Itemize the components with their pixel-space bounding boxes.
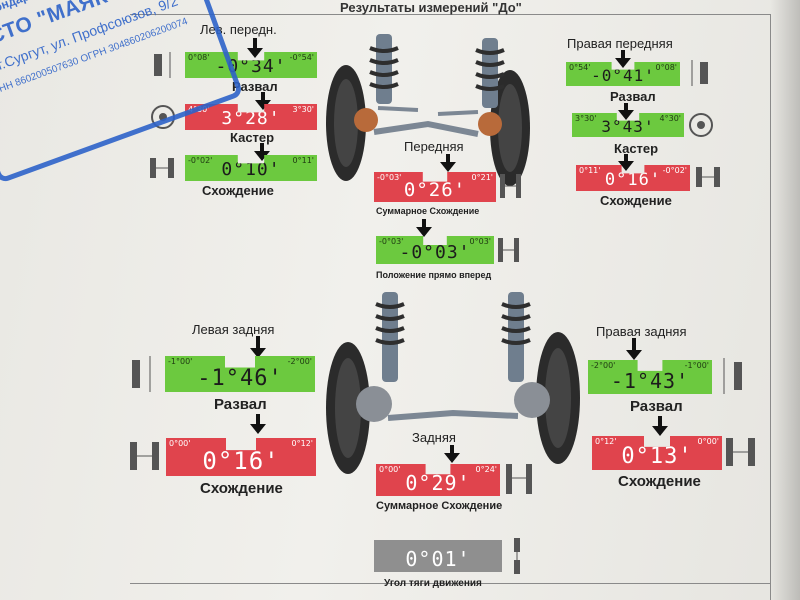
rr-camber-label: Развал: [630, 398, 683, 415]
rl-toe-tol-right: 0°12': [291, 439, 313, 448]
straight-ahead-meter: -0°03' 0°03' -0°03': [376, 236, 494, 264]
front-total-toe-value: 0°26': [403, 179, 467, 201]
fr-toe-label: Схождение: [600, 193, 672, 208]
rr-toe-meter: 0°12' 0°00' 0°13': [592, 436, 722, 470]
top-border-line: [130, 14, 770, 15]
fl-camber-tol-right: -0°54': [289, 53, 314, 62]
rl-toe-label: Схождение: [200, 480, 283, 497]
wheel-toe-icon: [696, 167, 720, 187]
wheel-camber-icon: [691, 60, 708, 86]
fl-toe-tol-left: -0°02': [188, 156, 213, 165]
fl-caster-tol-left: 4°30': [188, 105, 210, 114]
fr-toe-value: 0°16': [604, 170, 662, 190]
fl-toe-meter: -0°02' 0°11' 0°10': [185, 155, 317, 181]
rl-camber-tol-right: -2°00': [287, 357, 312, 366]
rr-camber-tol-left: -2°00': [591, 361, 616, 370]
axle-toe-icon: [506, 464, 532, 494]
rear-total-toe-tol-right: 0°24': [475, 465, 497, 474]
fl-toe-label: Схождение: [202, 183, 274, 198]
fl-camber-value: -0°34': [215, 56, 287, 77]
front-left-heading: Лев. передн.: [200, 22, 277, 37]
fr-caster-value: 3°43': [601, 117, 655, 136]
front-total-toe-tol-left: -0°03': [377, 173, 402, 182]
thrust-angle-meter: 0°01': [374, 540, 502, 572]
rl-toe-meter: 0°00' 0°12' 0°16': [166, 438, 316, 476]
thrust-angle-label: Угол тяги движения: [384, 578, 482, 589]
bottom-border-line: [130, 583, 770, 584]
front-right-heading: Правая передняя: [567, 36, 673, 51]
right-border-line: [770, 14, 771, 600]
wheel-caster-icon: [151, 105, 175, 129]
fl-caster-value: 3°28': [221, 108, 281, 129]
rl-toe-tol-left: 0°00': [169, 439, 191, 448]
rl-camber-tol-left: -1°00': [168, 357, 193, 366]
rr-toe-value: 0°13': [621, 444, 693, 469]
rear-total-toe-tol-left: 0°00': [379, 465, 401, 474]
axle-toe-icon: [500, 174, 521, 198]
fr-camber-tol-right: 0°08': [655, 63, 677, 72]
wheel-toe-icon: [130, 442, 159, 470]
rear-axle-heading: Задняя: [412, 430, 456, 445]
wheel-caster-icon: [689, 113, 713, 137]
straight-ahead-tol-left: -0°03': [379, 237, 404, 246]
fl-toe-tol-right: 0°11': [292, 156, 314, 165]
front-total-toe-tol-right: 0°21': [471, 173, 493, 182]
rl-camber-label: Развал: [214, 396, 267, 413]
rear-total-toe-value: 0°29': [405, 471, 471, 495]
rr-toe-label: Схождение: [618, 473, 701, 490]
wheel-camber-icon: [154, 52, 171, 78]
fr-toe-tol-right: -0°02': [662, 166, 687, 175]
rl-toe-value: 0°16': [202, 447, 280, 475]
front-total-toe-label: Суммарное Схождение: [376, 206, 480, 216]
front-axle-heading: Передняя: [404, 139, 464, 154]
rl-camber-value: -1°46': [197, 366, 283, 391]
wheel-camber-icon: [723, 358, 742, 394]
rr-camber-meter: -2°00' -1°00' -1°43': [588, 360, 712, 394]
fr-camber-value: -0°41': [591, 66, 655, 85]
rr-toe-tol-left: 0°12': [595, 437, 617, 446]
steering-icon: [498, 238, 519, 262]
front-suspension-illustration: [326, 34, 530, 186]
report-title: Результаты измерений "До": [340, 0, 522, 15]
fl-camber-label: Развал: [232, 79, 278, 94]
rr-camber-tol-right: -1°00': [684, 361, 709, 370]
wheel-toe-icon: [150, 158, 174, 178]
fl-camber-tol-left: 0°08': [188, 53, 210, 62]
rr-toe-tol-right: 0°00': [697, 437, 719, 446]
rear-left-heading: Левая задняя: [192, 322, 275, 337]
fr-caster-label: Кастер: [614, 141, 659, 156]
rear-right-heading: Правая задняя: [596, 324, 687, 339]
rear-suspension-illustration: [326, 292, 580, 474]
rl-camber-meter: -1°00' -2°00' -1°46': [165, 356, 315, 392]
thrust-angle-value: 0°01': [405, 547, 471, 571]
thrust-angle-icon: [514, 538, 520, 574]
rear-total-toe-label: Суммарное Схождение: [376, 500, 503, 512]
wheel-toe-icon: [726, 438, 755, 466]
wheel-camber-icon: [132, 356, 151, 392]
straight-ahead-value: -0°03': [399, 242, 471, 263]
fr-camber-tol-left: 0°54': [569, 63, 591, 72]
fr-caster-tol-right: 4°30': [659, 114, 681, 123]
fl-toe-value: 0°10': [221, 159, 281, 180]
fr-camber-label: Развал: [610, 89, 656, 104]
straight-ahead-tol-right: 0°03': [469, 237, 491, 246]
fr-toe-tol-left: 0°11': [579, 166, 601, 175]
fl-caster-label: Кастер: [230, 130, 275, 145]
fl-caster-tol-right: 3°30': [292, 105, 314, 114]
fr-caster-tol-left: 3°30': [575, 114, 597, 123]
fr-camber-meter: 0°54' 0°08' -0°41': [566, 62, 680, 86]
fr-caster-meter: 3°30' 4°30' 3°43': [572, 113, 684, 137]
rr-camber-value: -1°43': [610, 369, 690, 393]
straight-ahead-label: Положение прямо вперед: [376, 270, 492, 280]
